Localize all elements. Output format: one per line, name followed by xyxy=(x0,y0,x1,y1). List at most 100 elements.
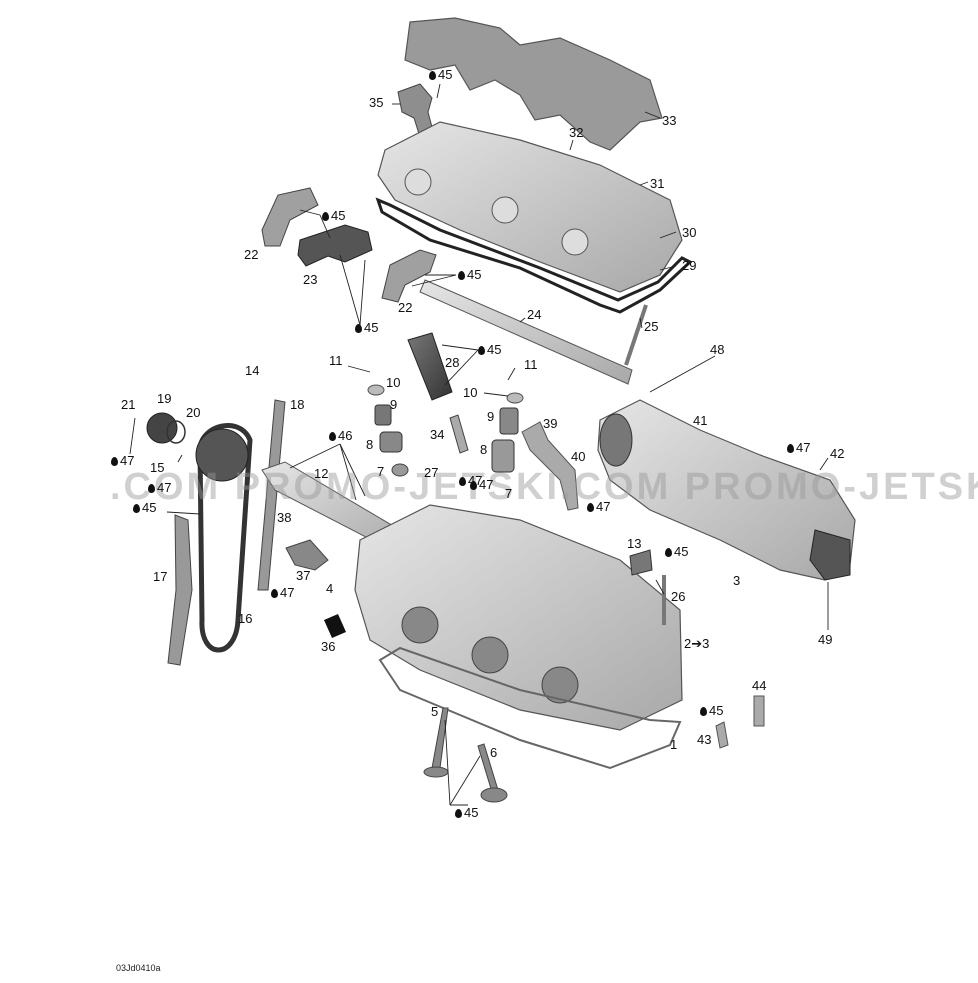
oil-drop-icon xyxy=(787,444,794,453)
callout-text: 38 xyxy=(277,510,292,525)
callout-text: 20 xyxy=(186,405,201,420)
callout-text: 47 xyxy=(796,440,811,455)
oil-drop-icon xyxy=(470,481,477,490)
part-number-callout: 42 xyxy=(830,447,844,461)
callout-text: 45 xyxy=(464,805,479,820)
oil-drop-icon xyxy=(478,346,485,355)
part-number-callout: 8 xyxy=(366,438,373,452)
callout-text: 45 xyxy=(709,703,724,718)
bracket-part xyxy=(521,421,579,511)
callout-text: 45 xyxy=(438,67,453,82)
diagram-code: 03Jd0410a xyxy=(116,963,161,973)
part-number-callout: 14 xyxy=(245,364,259,378)
oil-drop-icon xyxy=(700,707,707,716)
callout-text: 5 xyxy=(431,704,439,719)
oil-drop-icon xyxy=(455,809,462,818)
callout-text: 47 xyxy=(157,480,172,495)
callout-text: 18 xyxy=(290,397,305,412)
part-number-callout: 16 xyxy=(238,612,252,626)
part-number-callout: 18 xyxy=(290,398,304,412)
bolt-part xyxy=(624,304,648,366)
engine-cover-part xyxy=(404,17,663,151)
callout-text: 45 xyxy=(487,342,502,357)
part-number-callout: 11 xyxy=(329,354,343,368)
lubricant-callout: 47 xyxy=(787,441,810,455)
lubricant-callout: 45 xyxy=(665,545,688,559)
part-number-callout: 30 xyxy=(682,226,696,240)
callout-text: 21 xyxy=(121,397,136,412)
valve-cover-hole xyxy=(491,196,519,224)
callout-text: 25 xyxy=(644,319,659,334)
lubricant-callout: 47 xyxy=(148,481,171,495)
callout-text: 43 xyxy=(697,732,712,747)
callout-text: 30 xyxy=(682,225,697,240)
spark-tube-part xyxy=(407,332,453,401)
part-number-callout: 5 xyxy=(431,705,438,719)
callout-text: 10 xyxy=(463,385,478,400)
part-number-callout: 17 xyxy=(153,570,167,584)
lubricant-callout: 45 xyxy=(478,343,501,357)
oil-drop-icon xyxy=(133,504,140,513)
part-number-callout: 2➔3 xyxy=(684,637,709,651)
callout-text: 47 xyxy=(479,477,494,492)
part-number-callout: 37 xyxy=(296,569,310,583)
port-hole xyxy=(541,666,579,704)
callout-text: 11 xyxy=(329,353,343,368)
lubricant-callout: 47 xyxy=(271,586,294,600)
valve-cover-hole xyxy=(561,228,589,256)
part-number-callout: 6 xyxy=(490,746,497,760)
callout-text: 7 xyxy=(505,486,513,501)
chain-guide-part xyxy=(167,514,193,666)
part-number-callout: 12 xyxy=(314,467,328,481)
callout-text: 47 xyxy=(280,585,295,600)
oil-drop-icon xyxy=(329,432,336,441)
part-number-callout: 21 xyxy=(121,398,135,412)
callout-text: 41 xyxy=(693,413,708,428)
part-number-callout: 7 xyxy=(377,465,384,479)
oil-drop-icon xyxy=(148,484,155,493)
valve-cover-gasket-part xyxy=(375,197,693,314)
callout-text: 36 xyxy=(321,639,336,654)
callout-text: 2➔3 xyxy=(684,636,710,651)
part-number-callout: 19 xyxy=(157,392,171,406)
oil-drop-icon xyxy=(665,548,672,557)
valve-cover-part xyxy=(377,121,683,293)
valve-head xyxy=(480,787,508,803)
callout-text: 29 xyxy=(682,258,697,273)
part-number-callout: 10 xyxy=(386,376,400,390)
part-number-callout: 35 xyxy=(369,96,383,110)
oil-drop-icon xyxy=(355,324,362,333)
lubricant-callout: 45 xyxy=(429,68,452,82)
callout-text: 45 xyxy=(674,544,689,559)
part-number-callout: 36 xyxy=(321,640,335,654)
callout-text: 14 xyxy=(245,363,260,378)
callout-text: 12 xyxy=(314,466,329,481)
oil-drop-icon xyxy=(111,457,118,466)
lubricant-callout: 47 xyxy=(587,500,610,514)
callout-text: 45 xyxy=(364,320,379,335)
callout-text: 10 xyxy=(386,375,401,390)
callout-text: 40 xyxy=(571,449,586,464)
lubricant-callout: 45 xyxy=(458,268,481,282)
callout-text: 16 xyxy=(238,611,253,626)
bracket-part xyxy=(629,549,653,576)
callout-text: 48 xyxy=(710,342,725,357)
chain-guide-part xyxy=(257,399,286,591)
valve-springs-left xyxy=(367,384,409,477)
head-gasket-part xyxy=(378,646,682,770)
part-number-callout: 41 xyxy=(693,414,707,428)
part-number-callout: 38 xyxy=(277,511,291,525)
lubricant-callout: 45 xyxy=(133,501,156,515)
rocker-arm-part xyxy=(381,249,437,303)
callout-text: 9 xyxy=(487,409,495,424)
part-number-callout: 27 xyxy=(424,466,438,480)
o-ring-part xyxy=(166,420,186,444)
part-number-callout: 26 xyxy=(671,590,685,604)
part-number-callout: 9 xyxy=(487,410,494,424)
spark-plug-part xyxy=(449,414,469,454)
part-number-callout: 25 xyxy=(644,320,658,334)
part-number-callout: 33 xyxy=(662,114,676,128)
part-number-callout: 31 xyxy=(650,177,664,191)
part-number-callout: 13 xyxy=(627,537,641,551)
lubricant-callout: 45 xyxy=(322,209,345,223)
